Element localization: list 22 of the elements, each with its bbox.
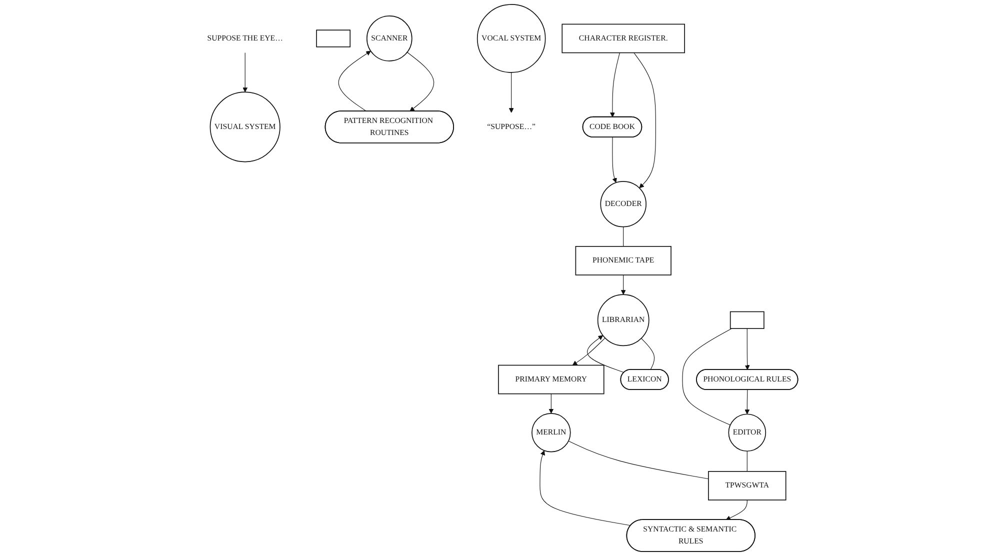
arrow (620, 274, 626, 295)
arrow (548, 394, 554, 414)
arrow (242, 52, 248, 92)
arrow (508, 72, 514, 113)
arrow (540, 450, 631, 526)
connector (682, 328, 732, 426)
connector (640, 338, 654, 370)
arrow (406, 52, 434, 112)
arrow (572, 338, 606, 366)
arrow (633, 52, 656, 188)
arrow (744, 390, 750, 414)
arrow (610, 52, 620, 118)
connector (746, 450, 748, 472)
connector (622, 226, 624, 247)
node-box (730, 311, 764, 329)
node-box (316, 30, 350, 48)
arrow (586, 335, 624, 373)
arrow (726, 500, 748, 520)
connector (568, 440, 709, 480)
arrow (338, 50, 371, 112)
arrow (612, 137, 617, 183)
arrow (744, 328, 750, 370)
